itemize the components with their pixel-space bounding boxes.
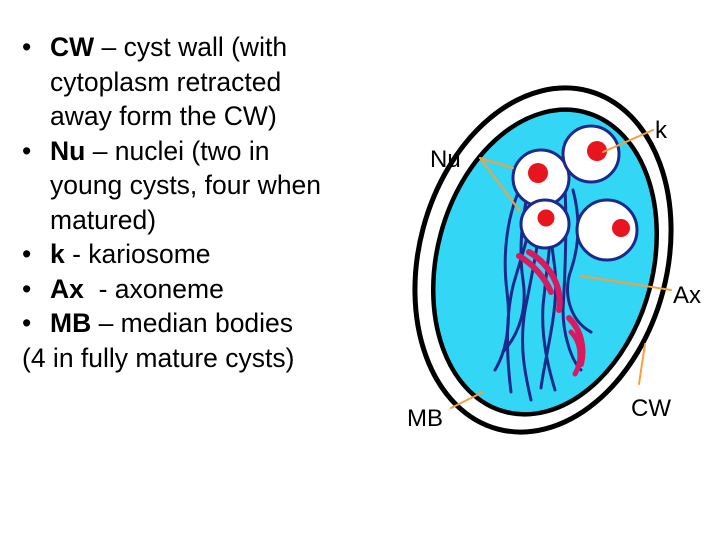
cyst-diagram: Nu k Ax MB CW bbox=[407, 85, 701, 435]
bullet-text: cytoplasm retracted bbox=[50, 66, 282, 97]
pointer-lines bbox=[450, 129, 672, 409]
bullet-term: k bbox=[50, 239, 65, 269]
label-cw: CW bbox=[631, 395, 671, 422]
bullet-text: – median bodies bbox=[91, 308, 294, 338]
bullet-text: - axoneme bbox=[83, 273, 224, 304]
pointer-ax bbox=[580, 275, 672, 291]
bullet-text: - kariosome bbox=[64, 239, 211, 269]
median-bodies bbox=[516, 249, 586, 377]
nucleus bbox=[575, 198, 639, 262]
bullet-nu: • Nu – nuclei (two in young cysts, four w… bbox=[22, 134, 422, 238]
median-body bbox=[526, 249, 563, 313]
bullet-text: matured) bbox=[50, 204, 157, 235]
nucleus bbox=[561, 124, 621, 184]
bullet-k: • k - kariosome bbox=[22, 237, 422, 272]
bullet-term: MB bbox=[50, 308, 92, 338]
bullet-text: away form the CW) bbox=[50, 101, 277, 131]
pointer-k bbox=[602, 129, 654, 153]
nucleus bbox=[511, 148, 571, 208]
bullet-text: – nuclei (two in bbox=[85, 135, 270, 166]
axoneme bbox=[493, 184, 523, 372]
karyosome bbox=[587, 141, 607, 161]
pointer-mb bbox=[450, 391, 484, 409]
bullet-dot: • bbox=[22, 308, 32, 338]
label-k: k bbox=[655, 117, 668, 144]
nucleus bbox=[519, 198, 571, 250]
pointer-cw bbox=[638, 343, 646, 385]
bullet-text: – cyst wall (with bbox=[94, 32, 288, 62]
nucleus-envelope bbox=[575, 198, 639, 262]
label-nu: Nu bbox=[430, 146, 461, 173]
footnote: (4 in fully mature cysts) bbox=[22, 342, 295, 373]
karyosome bbox=[528, 163, 548, 183]
label-ax: Ax bbox=[673, 282, 701, 309]
pointer-nu-1 bbox=[479, 157, 514, 169]
bullet-term: Nu bbox=[50, 135, 86, 166]
bullet-ax: • Ax - axoneme bbox=[22, 272, 422, 307]
bullet-term: CW bbox=[50, 32, 95, 62]
pointer-nu-2 bbox=[479, 157, 520, 211]
nuclei bbox=[511, 124, 639, 262]
label-mb: MB bbox=[407, 405, 443, 432]
bullet-dot: • bbox=[22, 32, 32, 62]
karyosome bbox=[537, 209, 555, 227]
bullet-dot: • bbox=[22, 239, 32, 269]
bullet-text: young cysts, four when bbox=[50, 170, 322, 200]
bullet-cw: • CW – cyst wall (with cytoplasm retracte… bbox=[22, 30, 422, 134]
axoneme bbox=[566, 188, 593, 334]
bullet-dot: • bbox=[22, 135, 32, 166]
median-body bbox=[568, 329, 583, 377]
slide-text: • CW – cyst wall (with cytoplasm retracte… bbox=[22, 30, 422, 375]
bullet-term: Ax bbox=[50, 273, 84, 304]
bullet-mb: • MB – median bodies bbox=[22, 306, 422, 341]
karyosome bbox=[612, 219, 630, 237]
bullet-dot: • bbox=[22, 273, 32, 304]
median-body bbox=[516, 253, 554, 295]
